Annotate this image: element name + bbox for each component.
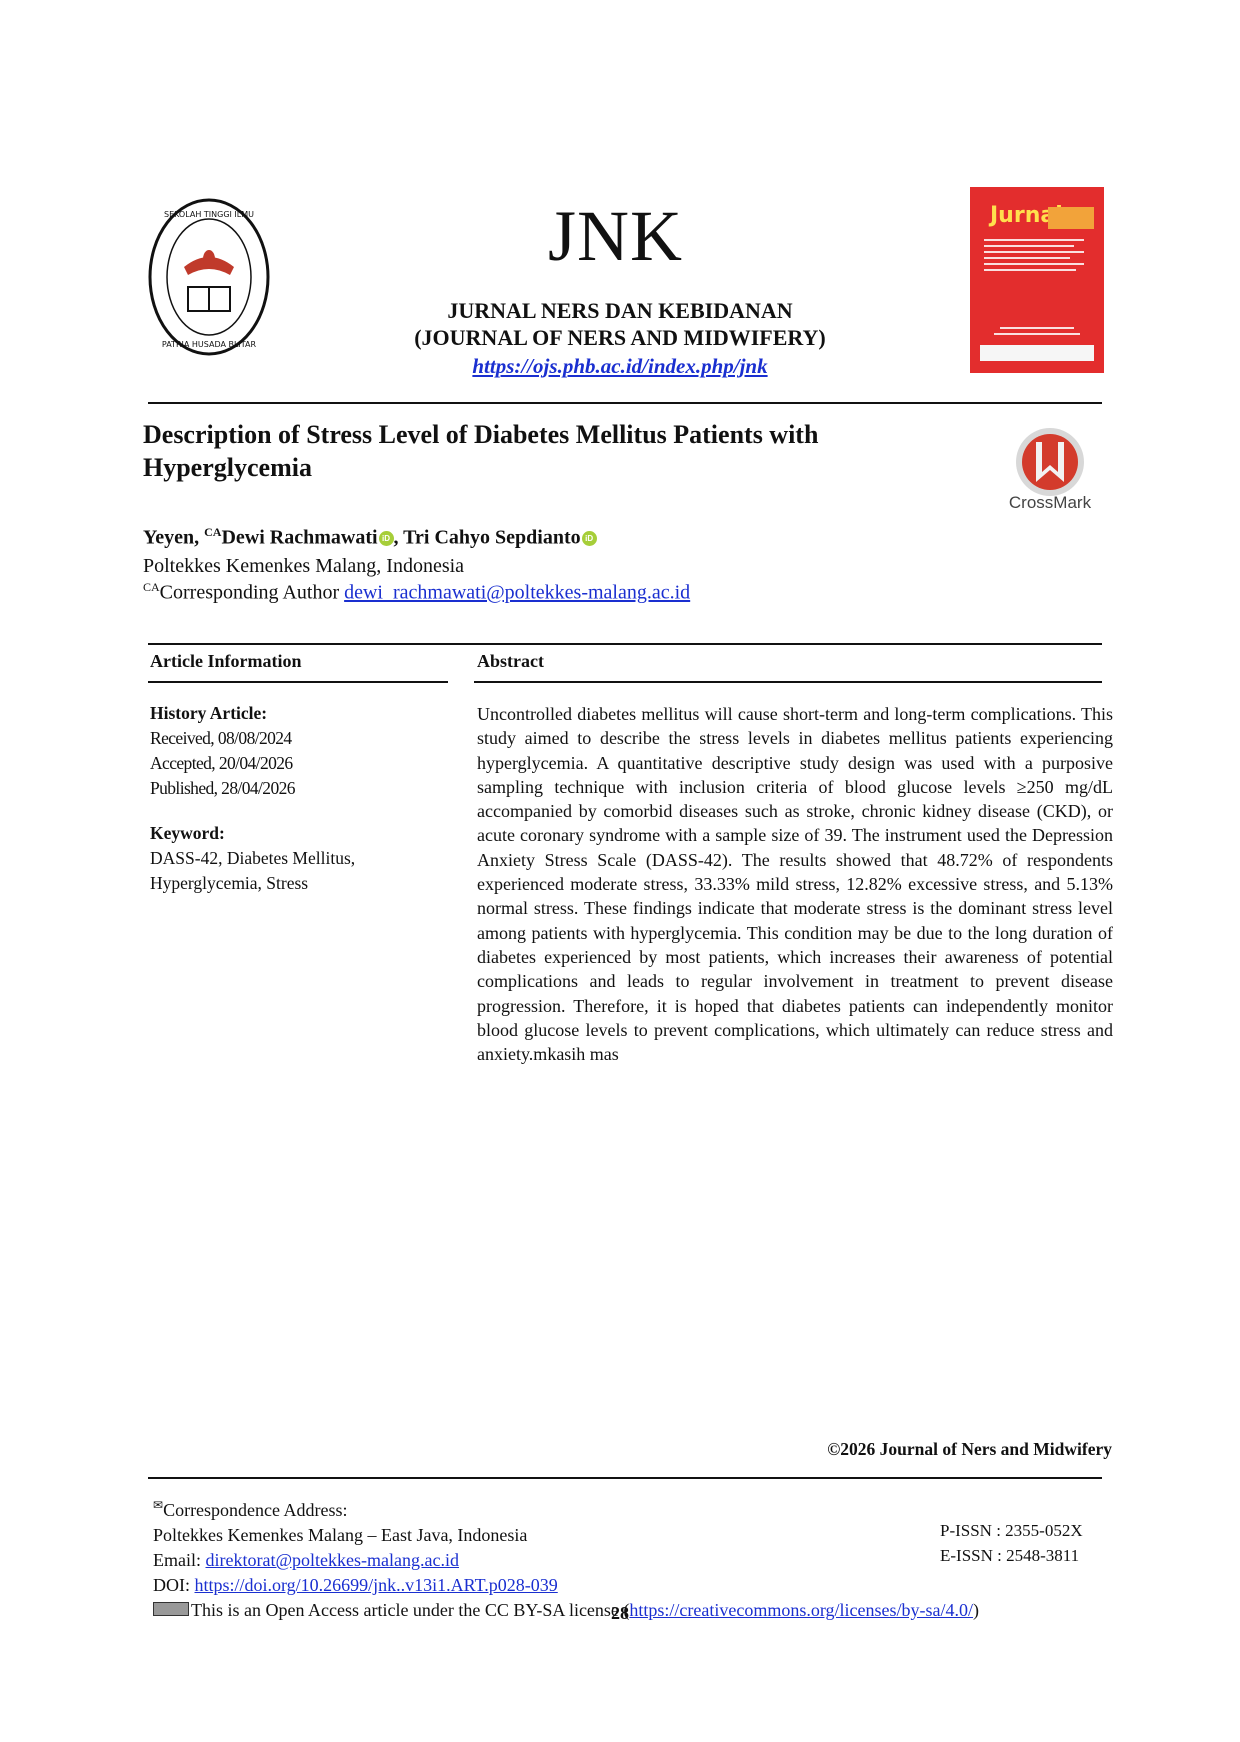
doi-label: DOI:	[153, 1575, 195, 1595]
journal-cover-image: Jurnal	[970, 187, 1104, 373]
doi-link[interactable]: https://doi.org/10.26699/jnk..v13i1.ART.…	[194, 1575, 558, 1595]
corresponding-marker: CA	[204, 525, 222, 539]
envelope-icon: ✉	[153, 1498, 164, 1512]
affiliation: Poltekkes Kemenkes Malang, Indonesia	[143, 555, 465, 577]
keywords-line1: DASS-42, Diabetes Mellitus,	[150, 848, 356, 868]
license-line: This is an Open Access article under the…	[153, 1598, 1113, 1623]
abstract-heading: Abstract	[477, 651, 544, 671]
article-information: History Article: Received, 08/08/2024 Ac…	[150, 701, 450, 896]
accepted-date: Accepted, 20/04/2026	[150, 753, 293, 773]
license-link[interactable]: https://creativecommons.org/licenses/by-…	[629, 1600, 974, 1620]
abstract-text: Uncontrolled diabetes mellitus will caus…	[477, 704, 1113, 1065]
page-number: 28	[611, 1603, 629, 1623]
orcid-icon[interactable]: iD	[581, 530, 597, 546]
e-issn: E-ISSN : 2548-3811	[940, 1546, 1080, 1565]
journal-url: https://ojs.phb.ac.id/index.php/jnk	[380, 354, 860, 379]
doi-line: DOI: https://doi.org/10.26699/jnk..v13i1…	[153, 1573, 1113, 1598]
table-header-rule-left	[148, 681, 448, 683]
correspondence-label: Correspondence Address:	[163, 1500, 348, 1520]
corresponding-email-link[interactable]: dewi_rachmawati@poltekkes-malang.ac.id	[344, 581, 691, 604]
article-title-line1: Description of Stress Level of Diabetes …	[143, 420, 819, 449]
corresponding-author: CACorresponding Author dewi_rachmawati@p…	[143, 580, 690, 605]
journal-name-line1: JURNAL NERS DAN KEBIDANAN	[447, 298, 793, 323]
table-top-rule	[148, 643, 1102, 645]
copyright: ©2026 Journal of Ners and Midwifery	[827, 1439, 1112, 1459]
keywords-line2: Hyperglycemia, Stress	[150, 873, 309, 893]
license-text: This is an Open Access article under the…	[191, 1600, 630, 1620]
corresponding-label: Corresponding Author	[159, 581, 345, 604]
journal-url-link[interactable]: https://ojs.phb.ac.id/index.php/jnk	[472, 354, 768, 378]
institution-logo: SEKOLAH TINGGI ILMU PATRIA HUSADA BLITAR	[148, 198, 270, 356]
article-title: Description of Stress Level of Diabetes …	[143, 418, 943, 484]
corresponding-marker: CA	[143, 580, 160, 594]
article-title-line2: Hyperglycemia	[143, 453, 312, 482]
author-2: Dewi Rachmawati	[221, 526, 378, 549]
author-1: Yeyen,	[143, 526, 205, 549]
received-date: Received, 08/08/2024	[150, 728, 292, 748]
article-information-heading: Article Information	[150, 651, 302, 671]
published-date: Published, 28/04/2026	[150, 778, 296, 798]
email-label: Email:	[153, 1550, 206, 1570]
cc-by-sa-icon	[153, 1602, 189, 1616]
keyword-heading: Keyword:	[150, 823, 225, 843]
issn-block: P-ISSN : 2355-052X E-ISSN : 2548-3811	[940, 1518, 1083, 1568]
table-header-rule-right	[474, 681, 1102, 683]
crossmark-label: CrossMark	[1008, 493, 1092, 512]
email-line: Email: direktorat@poltekkes-malang.ac.id	[153, 1548, 1113, 1573]
license-close: )	[973, 1600, 980, 1620]
email-link[interactable]: direktorat@poltekkes-malang.ac.id	[205, 1550, 460, 1570]
svg-text:PATRIA HUSADA BLITAR: PATRIA HUSADA BLITAR	[162, 340, 257, 349]
journal-name-line2: (JOURNAL OF NERS AND MIDWIFERY)	[414, 325, 826, 350]
author-3: , Tri Cahyo Sepdianto	[393, 526, 581, 549]
journal-name: JURNAL NERS DAN KEBIDANAN (JOURNAL OF NE…	[380, 297, 860, 351]
orcid-icon[interactable]: iD	[378, 530, 394, 546]
header-rule	[148, 402, 1102, 404]
footer-rule	[148, 1477, 1102, 1479]
correspondence-line: ✉Correspondence Address:	[153, 1493, 1113, 1523]
journal-abbrev: JNK	[548, 196, 684, 276]
svg-text:SEKOLAH TINGGI ILMU: SEKOLAH TINGGI ILMU	[164, 210, 254, 219]
footer: ✉Correspondence Address: Poltekkes Kemen…	[153, 1493, 1113, 1623]
crossmark-icon[interactable]	[1000, 422, 1100, 512]
address: Poltekkes Kemenkes Malang – East Java, I…	[153, 1525, 528, 1545]
history-heading: History Article:	[150, 703, 268, 723]
p-issn: P-ISSN : 2355-052X	[940, 1521, 1083, 1540]
